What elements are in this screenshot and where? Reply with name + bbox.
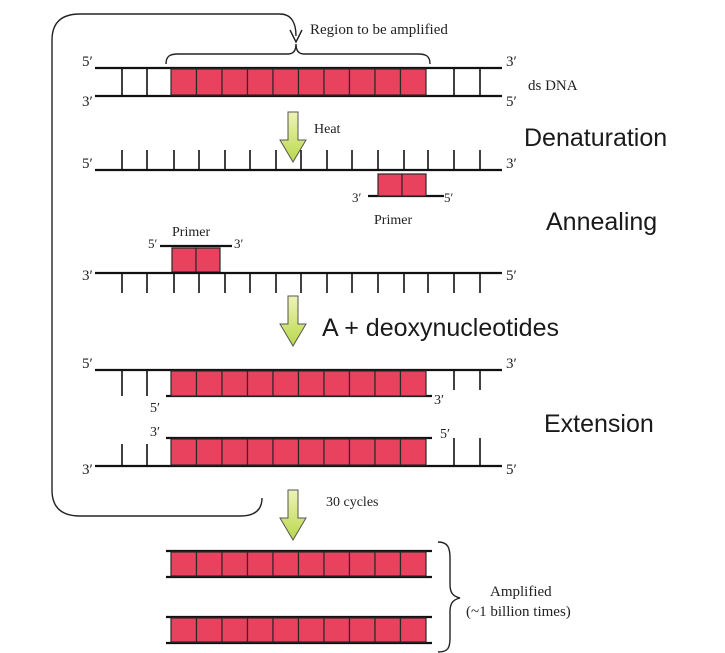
amplified-base-block [272, 438, 300, 466]
single-strand-bottom [95, 271, 502, 293]
amplified-base-block [195, 68, 223, 96]
amplified-base-block [348, 617, 376, 643]
cycle-loop-arrowhead [289, 29, 303, 44]
row3-right-end: 5′ [506, 268, 517, 284]
cycle-loop-arrow [51, 13, 297, 517]
step-denaturation: Denaturation [524, 124, 667, 152]
amplified-base-block [374, 370, 402, 397]
amplified-base-block [399, 551, 427, 577]
amplified-base-block [221, 438, 249, 466]
amplified-base-block [246, 438, 274, 466]
step-extension: Extension [544, 410, 654, 438]
amplified-base-block [297, 438, 325, 466]
amplified-label-1: Amplified [490, 584, 552, 600]
amplified-base-block [272, 551, 300, 577]
deoxy-arrow [279, 295, 307, 347]
row4-left-end: 5′ [82, 356, 93, 372]
row1-left-top-end: 5′ [82, 54, 93, 70]
amplified-base-block [399, 617, 427, 643]
amplified-base-block [195, 551, 223, 577]
row1-right-bottom-end: 5′ [506, 94, 517, 110]
amplified-base-block [323, 551, 351, 577]
amplified-base-block [195, 617, 223, 643]
amplified-base-block [246, 68, 274, 96]
amplified-base-block [170, 370, 198, 397]
amplified-base-block [195, 438, 223, 466]
amplified-label-2: (~1 billion times) [466, 604, 571, 620]
cycles-arrow [279, 489, 307, 541]
row5-new-3-end: 3′ [150, 425, 160, 440]
heat-arrow [279, 111, 307, 163]
amplified-base-block [297, 551, 325, 577]
extension-top-duplex [95, 368, 502, 398]
amplified-base-block [297, 370, 325, 397]
amplified-base-block [170, 551, 198, 577]
amplified-base-block [297, 617, 325, 643]
amplified-base-block [374, 617, 402, 643]
row2-left-end: 5′ [82, 156, 93, 172]
amplified-base-block [246, 617, 274, 643]
amplified-base-block [170, 68, 198, 96]
amplified-base-block [170, 617, 198, 643]
row5-left-end: 3′ [82, 462, 93, 478]
amplified-brace [437, 541, 461, 653]
amplified-base-block [348, 438, 376, 466]
amplified-base-block [348, 68, 376, 96]
extension-bottom-duplex [95, 436, 502, 468]
amplified-product-1 [166, 549, 432, 579]
ds-dna-label: ds DNA [528, 78, 578, 94]
amplified-base-block [323, 617, 351, 643]
row4-new-5-end: 5′ [150, 401, 160, 416]
primer-left [160, 244, 232, 273]
deoxy-label: A + deoxynucleotides [322, 314, 559, 342]
row3-left-end: 3′ [82, 268, 93, 284]
row4-new-3-end: 3′ [434, 393, 444, 408]
ds-dna-row [95, 66, 502, 98]
row1-left-bottom-end: 3′ [82, 94, 93, 110]
primer-left-label: Primer [172, 225, 210, 240]
amplified-base-block [221, 68, 249, 96]
region-label: Region to be amplified [310, 22, 448, 38]
row2-right-end: 3′ [506, 156, 517, 172]
amplified-base-block [399, 68, 427, 96]
amplified-base-block [221, 617, 249, 643]
amplified-base-block [170, 438, 198, 466]
heat-label: Heat [314, 122, 341, 137]
amplified-base-block [221, 370, 249, 397]
row5-right-end: 5′ [506, 462, 517, 478]
amplified-base-block [297, 68, 325, 96]
amplified-base-block [195, 370, 223, 397]
amplified-base-block [272, 617, 300, 643]
amplified-base-block [374, 438, 402, 466]
primer-right-5-end: 5′ [444, 190, 454, 205]
amplified-base-block [246, 551, 274, 577]
primer-right-label: Primer [374, 213, 412, 228]
amplified-base-block [323, 438, 351, 466]
amplified-base-block [399, 438, 427, 466]
amplified-base-block [246, 370, 274, 397]
single-strand-top [95, 150, 502, 172]
amplified-base-block [399, 370, 427, 397]
row4-right-end: 3′ [506, 356, 517, 372]
amplified-base-block [374, 68, 402, 96]
amplified-base-block [374, 551, 402, 577]
primer-right-3-end: 3′ [352, 190, 362, 205]
amplified-base-block [221, 551, 249, 577]
step-annealing: Annealing [546, 208, 657, 236]
amplified-base-block [272, 68, 300, 96]
primer-left-3-end: 3′ [234, 236, 244, 251]
amplified-base-block [323, 370, 351, 397]
region-bracket [165, 43, 431, 65]
amplified-product-2 [166, 615, 432, 645]
cycles-label: 30 cycles [326, 495, 378, 510]
row5-new-5-end: 5′ [440, 427, 450, 442]
amplified-base-block [348, 370, 376, 397]
row1-right-top-end: 3′ [506, 54, 517, 70]
primer-right [368, 173, 444, 198]
primer-left-5-end: 5′ [148, 236, 158, 251]
amplified-base-block [323, 68, 351, 96]
amplified-base-block [348, 551, 376, 577]
amplified-base-block [272, 370, 300, 397]
